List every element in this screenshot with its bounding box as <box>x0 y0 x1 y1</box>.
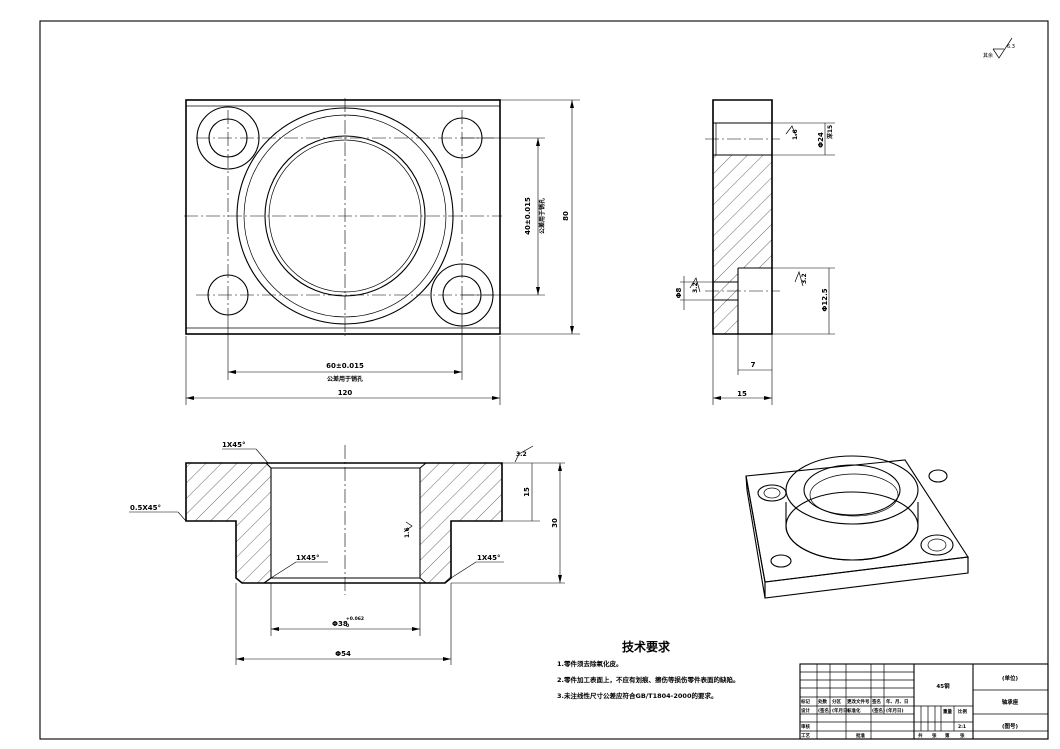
svg-text:(单位): (单位) <box>1002 674 1019 682</box>
iso-boss-top <box>785 455 919 525</box>
svg-text:签名: 签名 <box>871 698 881 705</box>
svg-text:(图号): (图号) <box>1002 722 1019 730</box>
section-view <box>185 445 503 595</box>
svg-text:审核: 审核 <box>801 723 810 730</box>
svg-text:7: 7 <box>751 361 756 369</box>
iso-bore <box>803 464 901 516</box>
title-block: 45钢 (单位) 轴承座 (图号) 标记 处数 分区 更改文件号 签名 年、月、… <box>799 663 1049 740</box>
svg-text:120: 120 <box>338 389 353 397</box>
svg-text:第: 第 <box>945 732 950 739</box>
svg-text:6.3: 6.3 <box>1007 44 1015 50</box>
svg-text:工艺: 工艺 <box>801 732 810 739</box>
svg-text:张: 张 <box>932 732 937 739</box>
svg-text:(签名): (签名) <box>818 707 831 714</box>
svg-text:批准: 批准 <box>856 732 865 739</box>
svg-text:30: 30 <box>551 518 559 528</box>
svg-text:(签名): (签名) <box>872 707 885 714</box>
tech-requirement-1: 1.零件须去除氧化皮。 <box>557 659 623 668</box>
svg-text:1X45°: 1X45° <box>477 554 501 562</box>
svg-text:Φ54: Φ54 <box>335 650 351 658</box>
top-view <box>184 98 502 336</box>
svg-text:15: 15 <box>523 487 531 497</box>
svg-text:45钢: 45钢 <box>936 682 950 690</box>
svg-text:公差用于销孔: 公差用于销孔 <box>327 375 363 383</box>
svg-text:Φ38: Φ38 <box>332 620 348 628</box>
svg-text:3.2: 3.2 <box>801 273 808 284</box>
svg-text:其余: 其余 <box>983 52 993 59</box>
svg-text:张: 张 <box>960 732 965 739</box>
svg-text:Φ12.5: Φ12.5 <box>821 288 829 311</box>
svg-text:1.6: 1.6 <box>404 527 411 538</box>
svg-text:Φ8: Φ8 <box>675 287 683 298</box>
roughness-note: 其余 6.3 <box>983 37 1015 59</box>
svg-text:80: 80 <box>562 211 570 221</box>
svg-text:共: 共 <box>918 732 923 739</box>
hole-top-left <box>196 106 260 170</box>
drawing-border <box>39 20 1049 740</box>
svg-text:1X45°: 1X45° <box>296 554 320 562</box>
svg-text:40±0.015: 40±0.015 <box>524 197 532 235</box>
boss-outer-circle <box>236 107 454 325</box>
svg-text:Φ24: Φ24 <box>817 132 825 148</box>
svg-text:1X45°: 1X45° <box>222 441 246 449</box>
tech-requirements: 技术要求 1.零件须去除氧化皮。 2.零件加工表面上，不应有划痕、擦伤等损伤零件… <box>557 639 740 700</box>
svg-text:轴承座: 轴承座 <box>1002 698 1019 706</box>
roughness-symbol-icon <box>992 37 1013 59</box>
svg-text:标准化: 标准化 <box>846 707 861 714</box>
svg-text:0: 0 <box>346 623 349 629</box>
hole-bottom-left <box>207 274 249 316</box>
svg-text:(年月日): (年月日) <box>832 707 850 714</box>
svg-text:3.2: 3.2 <box>516 451 527 458</box>
svg-text:15: 15 <box>737 390 747 398</box>
svg-text:标记: 标记 <box>800 698 810 705</box>
svg-text:分区: 分区 <box>832 698 841 705</box>
svg-text:(年月日): (年月日) <box>886 707 904 714</box>
section-dimensions: 1X45° 0.5X45° 1X45° 1X45° 3.2 1.6 15 30 … <box>129 441 565 665</box>
svg-text:3.2: 3.2 <box>692 282 699 293</box>
bore-circle <box>264 135 426 297</box>
svg-text:处数: 处数 <box>817 698 827 705</box>
tech-requirement-3: 3.未注线性尺寸公差应符合GB/T1804-2000的要求。 <box>557 691 717 700</box>
svg-text:年、月、日: 年、月、日 <box>886 698 909 705</box>
svg-text:+0.062: +0.062 <box>346 616 364 622</box>
top-view-outline <box>185 99 501 335</box>
svg-text:0.5X45°: 0.5X45° <box>130 504 161 512</box>
svg-text:深15: 深15 <box>826 125 834 139</box>
side-view: Φ24 深15 1.6 Φ12.5 3.2 Φ8 3.2 7 15 <box>675 99 835 405</box>
svg-text:公差用于销孔: 公差用于销孔 <box>538 198 546 234</box>
svg-text:重量: 重量 <box>943 708 952 715</box>
isometric-view <box>745 455 969 599</box>
svg-text:比例: 比例 <box>958 708 967 715</box>
tech-requirements-title: 技术要求 <box>622 639 671 654</box>
svg-text:设计: 设计 <box>801 707 810 714</box>
svg-text:60±0.015: 60±0.015 <box>326 362 364 370</box>
svg-text:1.6: 1.6 <box>792 129 799 140</box>
top-view-dimensions: 60±0.015 公差用于销孔 120 40±0.015 公差用于销孔 80 <box>185 99 580 405</box>
tech-requirement-2: 2.零件加工表面上，不应有划痕、擦伤等损伤零件表面的缺陷。 <box>557 675 740 684</box>
svg-text:更改文件号: 更改文件号 <box>847 698 870 705</box>
svg-text:2:1: 2:1 <box>958 724 966 730</box>
